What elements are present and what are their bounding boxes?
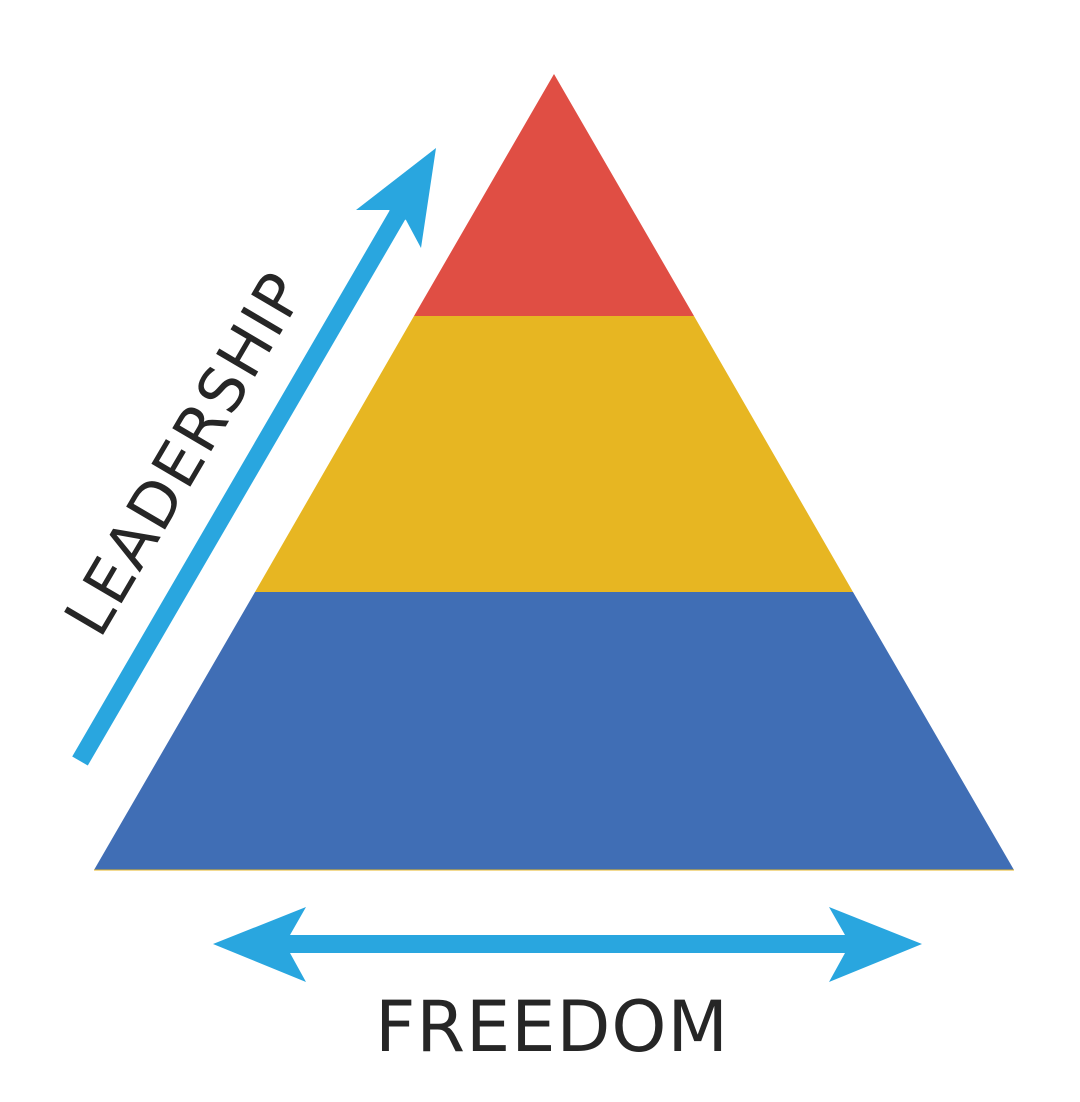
- double-arrow-horizontal-icon: [213, 907, 922, 982]
- pyramid-level-middle: [255, 316, 853, 592]
- pyramid: [94, 74, 1014, 871]
- pyramid-level-top: [414, 74, 694, 316]
- arrow-up-right-icon: [72, 148, 436, 766]
- pyramid-level-bottom: [94, 592, 1014, 870]
- freedom-label: FREEDOM: [375, 986, 729, 1068]
